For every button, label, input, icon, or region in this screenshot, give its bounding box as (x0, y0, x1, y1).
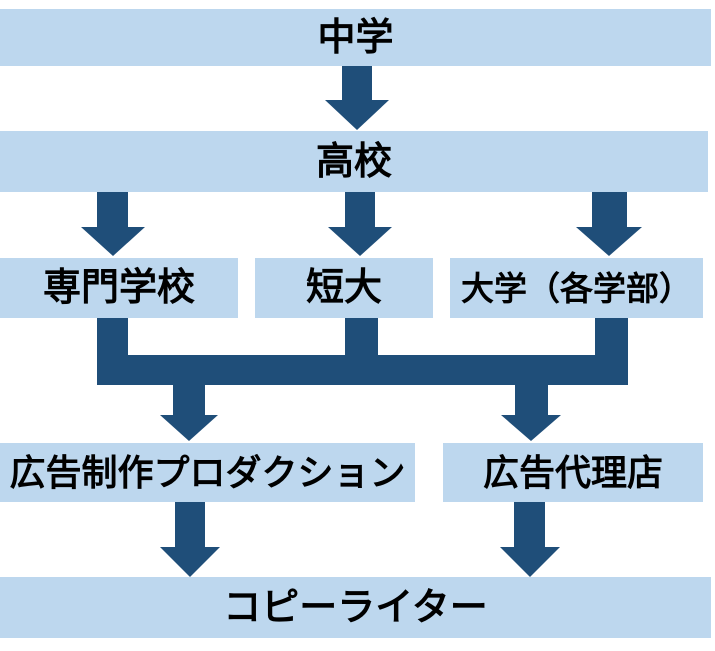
node-ad-agency: 広告代理店 (443, 443, 703, 502)
arrow-ad-agency-to-copywriter-head (500, 547, 560, 577)
node-copywriter: コピーライター (0, 577, 711, 638)
arrow-high-school-to-vocational-shaft (97, 192, 128, 227)
arrow-merge-to-ad-production-shaft (173, 385, 205, 415)
arrow-merge-to-ad-agency-shaft (515, 385, 548, 415)
node-university: 大学（各学部） (450, 258, 703, 318)
node-ad-production: 広告制作プロダクション (0, 443, 415, 502)
arrow-high-school-to-university-head (576, 227, 642, 256)
node-vocational-school: 専門学校 (0, 258, 238, 318)
node-junior-high: 中学 (0, 9, 711, 66)
node-junior-college: 短大 (255, 258, 433, 318)
arrow-high-school-to-university-shaft (592, 192, 627, 227)
arrow-merge-to-ad-production-head (160, 415, 218, 441)
arrow-ad-production-to-copywriter-head (160, 547, 220, 577)
arrow-high-school-to-junior-college-head (328, 227, 392, 256)
arrow-high-school-to-junior-college-shaft (345, 192, 375, 227)
node-high-school: 高校 (0, 131, 708, 192)
arrow-high-school-to-vocational-head (81, 227, 145, 256)
arrow-merge-to-ad-agency-head (501, 415, 561, 441)
connector-merge-bar (97, 355, 628, 385)
arrow-junior-high-to-high-school-head (325, 100, 389, 130)
arrow-ad-agency-to-copywriter-shaft (514, 502, 545, 547)
arrow-junior-high-to-high-school-shaft (342, 66, 372, 100)
arrow-ad-production-to-copywriter-shaft (175, 502, 205, 547)
